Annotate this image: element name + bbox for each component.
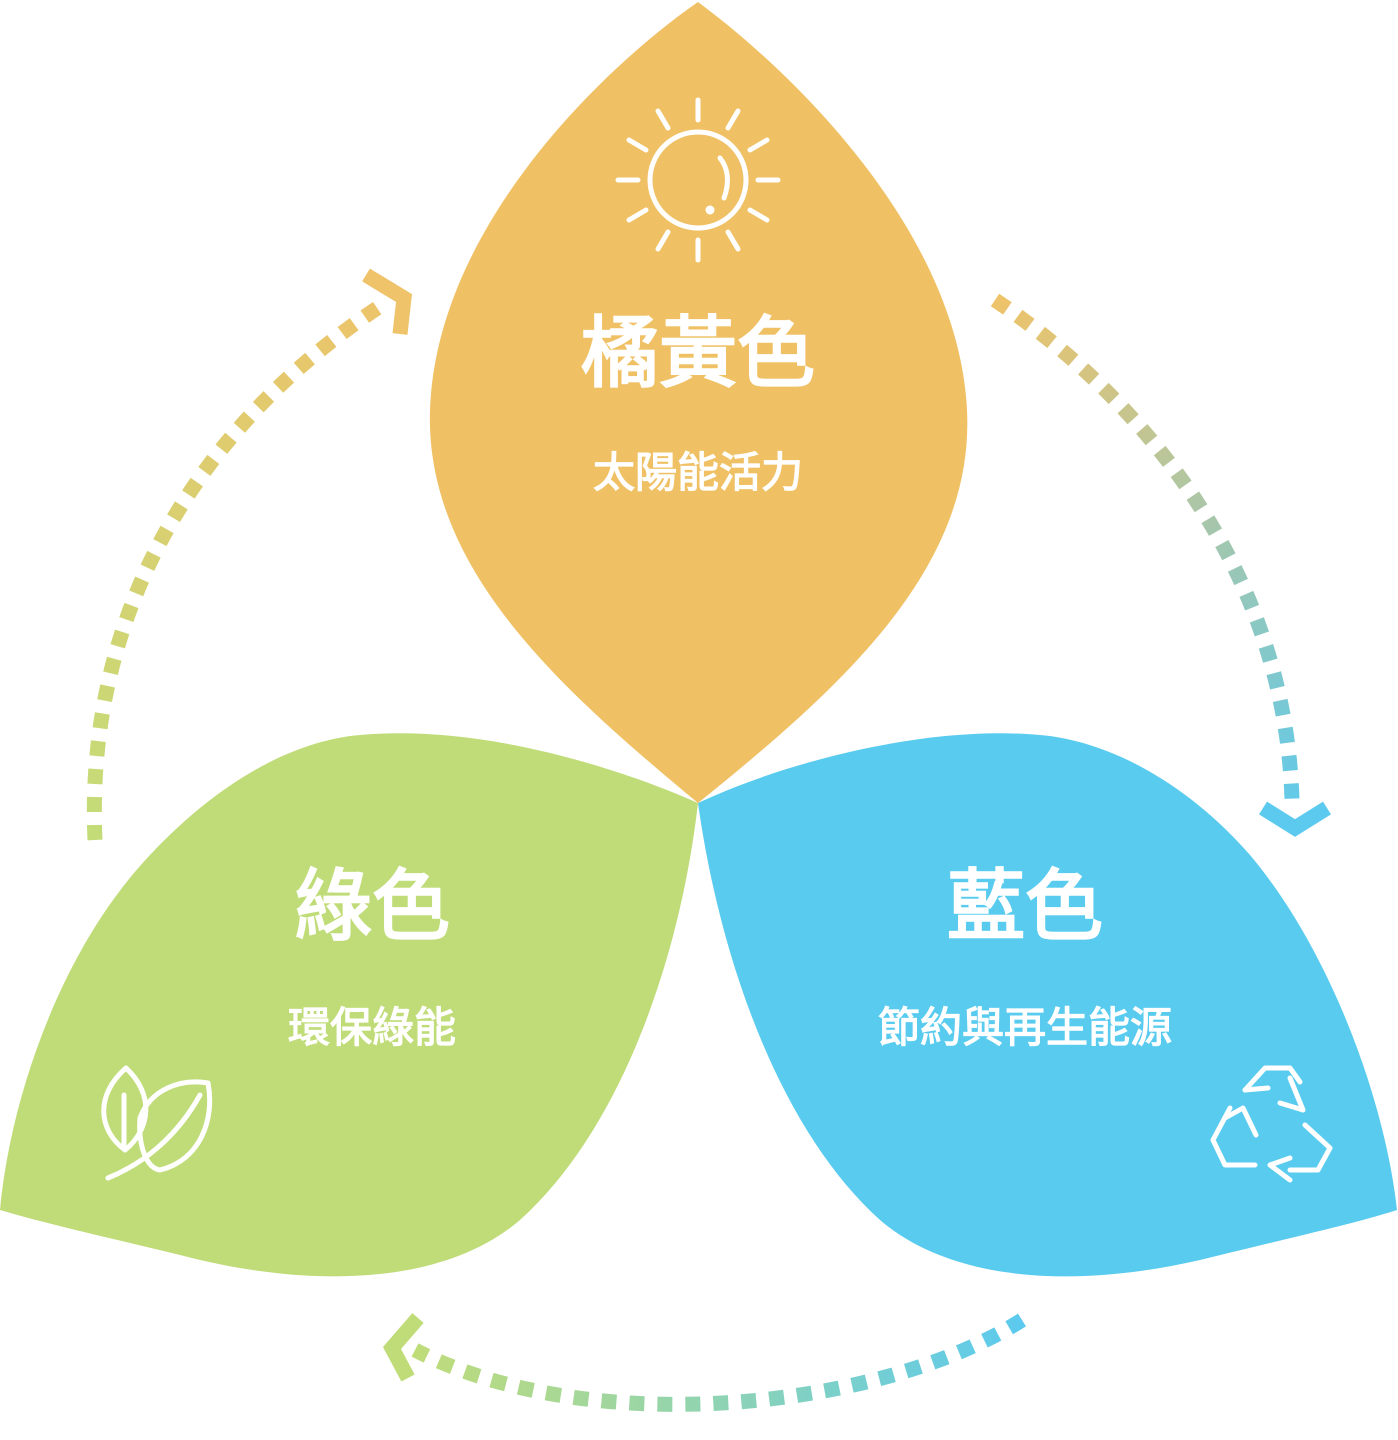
- green-petal-title: 綠色: [294, 862, 450, 952]
- blue-to-green-cycle-line: [411, 1313, 1027, 1412]
- chevron-right-icon: [362, 268, 412, 335]
- chevron-left-icon: [382, 1313, 424, 1382]
- orange-to-blue-cycle-line: [990, 293, 1300, 801]
- recycle-icon: [1210, 1065, 1333, 1183]
- orange-petal-title: 橘黃色: [581, 309, 815, 399]
- green-petal: [0, 733, 698, 1277]
- blue-petal-subtitle: 節約與再生能源: [878, 1003, 1172, 1052]
- chevron-down-icon: [1259, 801, 1331, 837]
- leaf-icon: [101, 1065, 213, 1181]
- blue-petal-title: 藍色: [947, 862, 1103, 952]
- green-to-orange-cycle-line: [86, 296, 390, 841]
- green-petal-subtitle: 環保綠能: [288, 1003, 456, 1052]
- orange-petal-subtitle: 太陽能活力: [593, 448, 803, 497]
- blue-petal: [698, 733, 1397, 1277]
- sun-icon: [615, 97, 781, 263]
- orange-petal: [429, 2, 968, 803]
